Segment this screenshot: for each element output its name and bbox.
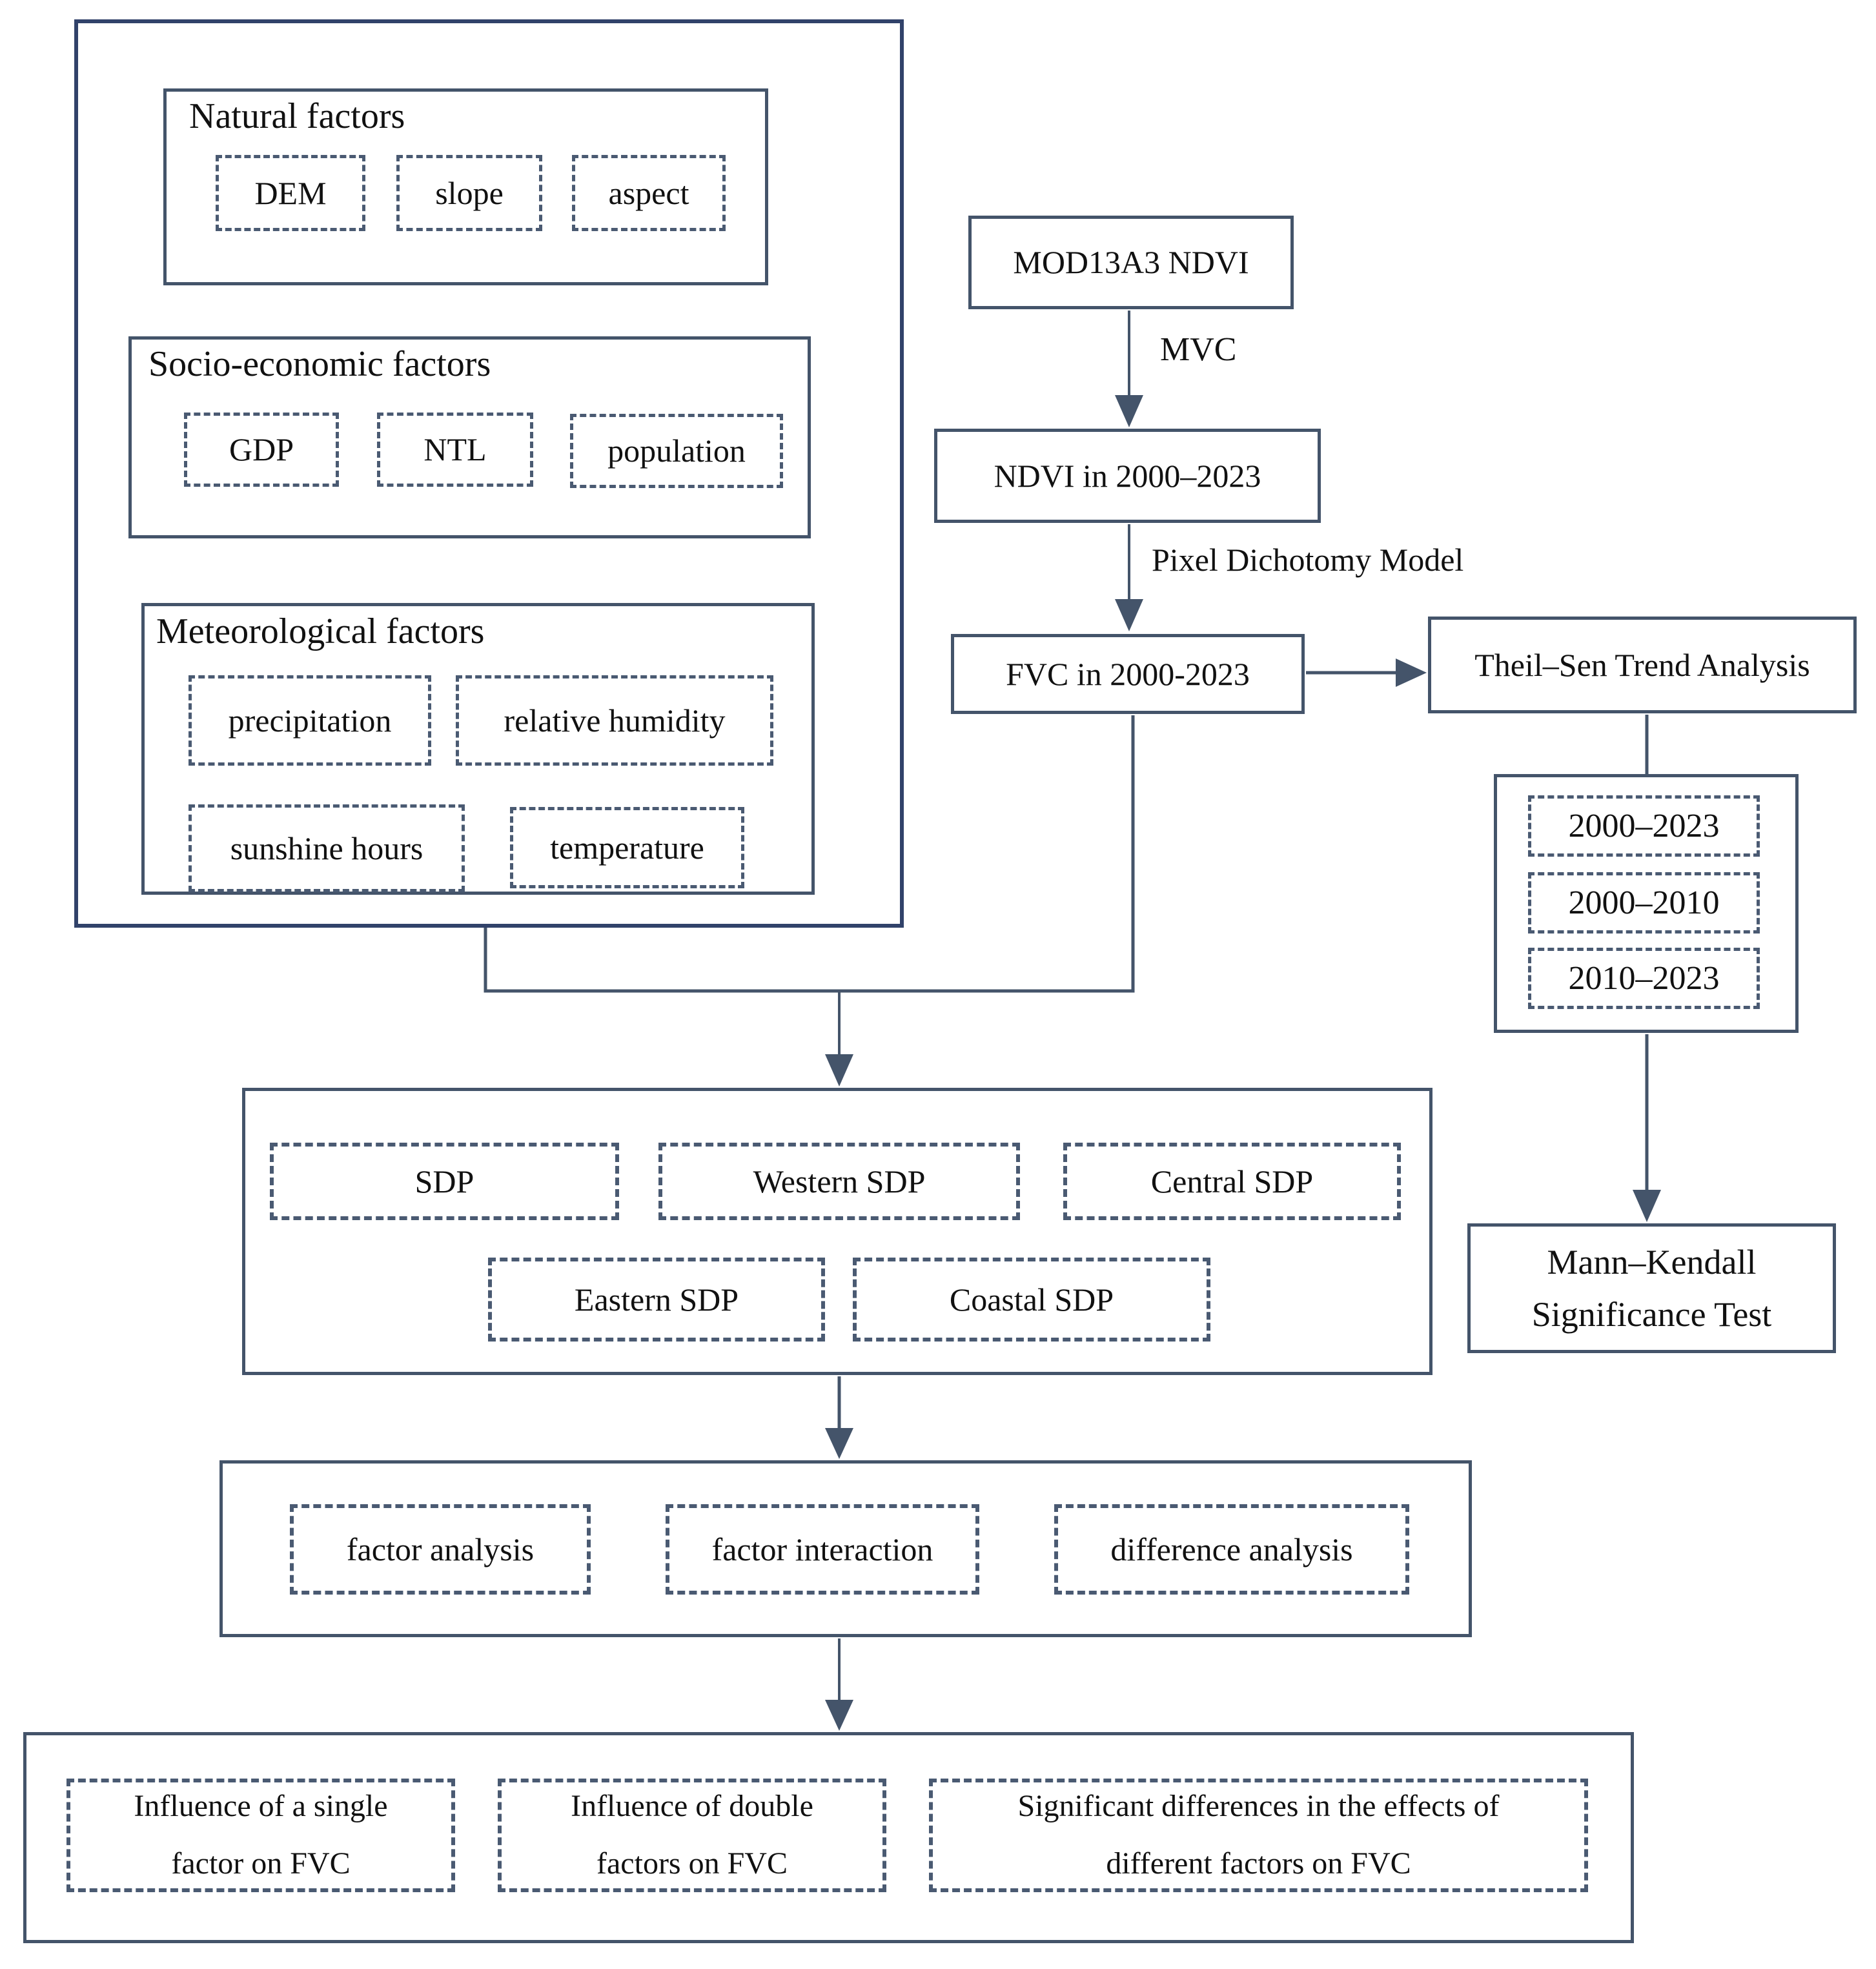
sdp-box: SDP (270, 1143, 619, 1220)
period-2000-2010-box: 2000–2010 (1528, 872, 1760, 933)
western-sdp-box: Western SDP (658, 1143, 1020, 1220)
period-2010-2023-box: 2010–2023 (1528, 948, 1760, 1009)
double-factor-line1: Influence of double (571, 1789, 813, 1824)
significant-differences-line1: Significant differences in the effects o… (1017, 1789, 1500, 1824)
pixel-dichotomy-label: Pixel Dichotomy Model (1152, 542, 1464, 578)
mvc-label: MVC (1160, 331, 1237, 368)
socio-economic-panel (128, 336, 811, 538)
coastal-sdp-box: Coastal SDP (853, 1258, 1210, 1342)
eastern-sdp-box: Eastern SDP (488, 1258, 825, 1342)
ndvi-2000-2023-box: NDVI in 2000–2023 (934, 429, 1321, 523)
gdp-box: GDP (184, 413, 339, 487)
theil-sen-box: Theil–Sen Trend Analysis (1428, 617, 1857, 713)
dem-box: DEM (216, 155, 365, 231)
precipitation-box: precipitation (189, 675, 431, 766)
single-factor-outcome-box: Influence of a single factor on FVC (66, 1779, 455, 1892)
ntl-box: NTL (377, 413, 533, 487)
single-factor-line1: Influence of a single (134, 1789, 388, 1824)
arrow-analysis-outcomes-head (825, 1700, 853, 1731)
arrow-elbow-sdp-head (825, 1054, 853, 1087)
significant-differences-line2: different factors on FVC (1106, 1846, 1411, 1881)
meteorological-panel (141, 603, 815, 895)
arrow-sdp-analysis-head (825, 1428, 853, 1459)
mann-kendall-line1: Mann–Kendall (1547, 1242, 1757, 1281)
arrow-periods-mk-head (1633, 1190, 1661, 1222)
significant-differences-outcome-box: Significant differences in the effects o… (929, 1779, 1588, 1892)
periods-panel (1494, 774, 1799, 1033)
sdp-regions-panel (242, 1088, 1432, 1375)
mod13a3-ndvi-box: MOD13A3 NDVI (968, 216, 1294, 309)
period-2000-2023-box: 2000–2023 (1528, 795, 1760, 857)
arrow-pdm-head (1115, 599, 1143, 631)
difference-analysis-box: difference analysis (1054, 1504, 1409, 1595)
arrow-fvc-theilsen-head (1396, 658, 1427, 687)
arrow-mvc-head (1115, 395, 1143, 427)
outcomes-panel (23, 1732, 1634, 1943)
analysis-panel (219, 1460, 1472, 1637)
sunshine-hours-box: sunshine hours (189, 804, 465, 892)
factor-interaction-box: factor interaction (666, 1504, 979, 1595)
relative-humidity-box: relative humidity (456, 675, 773, 766)
meteorological-title: Meteorological factors (156, 611, 485, 651)
mann-kendall-box: Mann–Kendall Significance Test (1467, 1223, 1836, 1353)
natural-factors-panel (163, 88, 768, 285)
temperature-box: temperature (510, 807, 744, 888)
fvc-2000-2023-box: FVC in 2000-2023 (951, 634, 1305, 714)
factor-analysis-box: factor analysis (290, 1504, 591, 1595)
aspect-box: aspect (572, 155, 726, 231)
mann-kendall-line2: Significance Test (1531, 1294, 1772, 1334)
central-sdp-box: Central SDP (1063, 1143, 1401, 1220)
natural-factors-title: Natural factors (189, 96, 405, 136)
socio-economic-title: Socio-economic factors (148, 344, 491, 384)
double-factor-line2: factors on FVC (596, 1846, 788, 1881)
population-box: population (570, 414, 783, 488)
slope-box: slope (396, 155, 542, 231)
double-factor-outcome-box: Influence of double factors on FVC (498, 1779, 886, 1892)
single-factor-line2: factor on FVC (171, 1846, 351, 1881)
factors-outer-panel (74, 19, 904, 928)
